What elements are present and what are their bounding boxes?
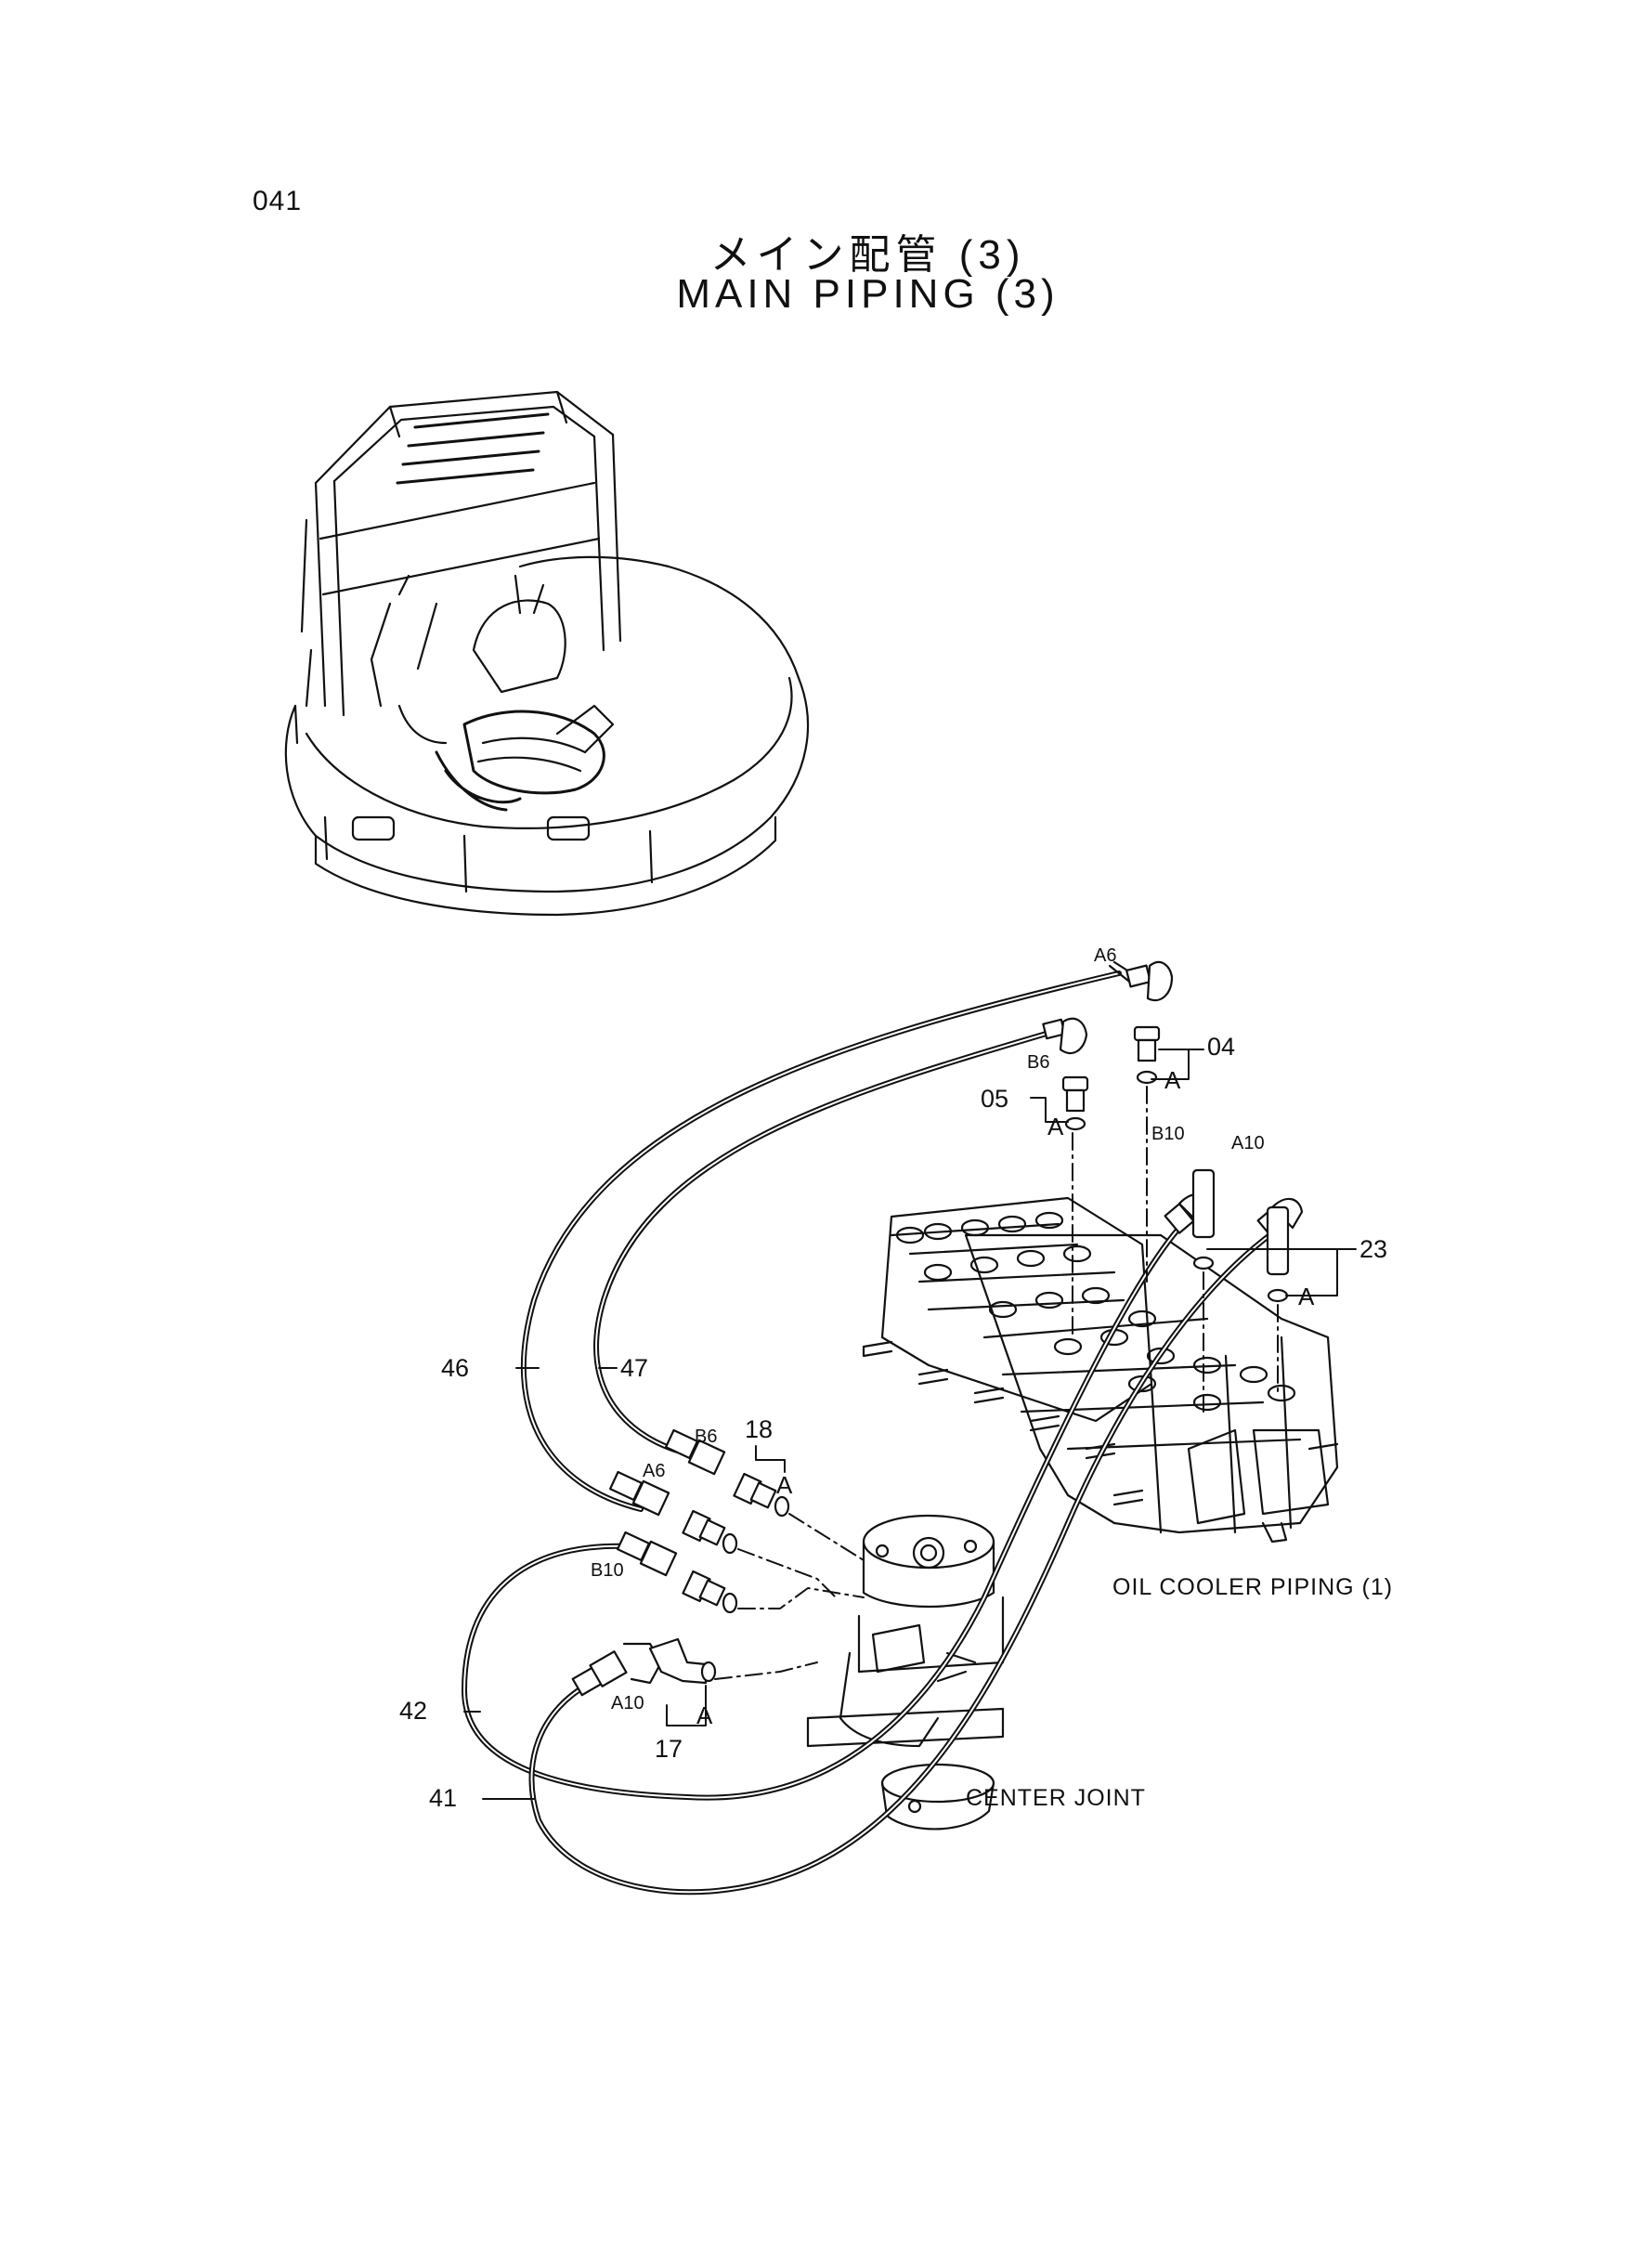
hose-41 <box>528 1231 1275 1896</box>
port-label-b6-joint: B6 <box>695 1427 717 1447</box>
kit-mark-a-23: A <box>1298 1283 1315 1310</box>
page-title-english: MAIN PIPING (3) <box>676 271 1060 317</box>
kit-mark-a-05: A <box>1047 1113 1064 1140</box>
adapter-23 <box>1191 1168 1290 1303</box>
port-label-b10-top: B10 <box>1151 1124 1185 1144</box>
center-joint-assembly <box>806 1514 1005 1831</box>
callout-46: 46 <box>441 1354 469 1382</box>
kit-mark-a-04: A <box>1164 1066 1181 1094</box>
hose-47 <box>593 1030 1052 1456</box>
port-label-b10-joint: B10 <box>591 1560 624 1581</box>
kit-mark-a-17: A <box>696 1701 713 1729</box>
adapter-04 <box>1133 1025 1161 1085</box>
port-label-a10-top: A10 <box>1231 1133 1265 1153</box>
port-label-b6-top: B6 <box>1027 1052 1049 1073</box>
hose-46 <box>520 971 1122 1512</box>
callout-18: 18 <box>745 1415 773 1443</box>
note-center-joint: CENTER JOINT <box>966 1785 1146 1811</box>
port-label-a6-joint: A6 <box>643 1461 665 1481</box>
callout-41: 41 <box>429 1784 457 1812</box>
callout-42: 42 <box>399 1697 427 1725</box>
control-valve-assembly <box>862 1196 1339 1544</box>
excavator-overview-illustration <box>284 390 810 917</box>
kit-mark-a-18: A <box>776 1471 793 1499</box>
hose-42 <box>462 1225 1182 1801</box>
page-number: 041 <box>253 186 303 216</box>
elbow-17 <box>648 1637 717 1685</box>
port-label-a10-joint: A10 <box>611 1693 644 1713</box>
page-title-japanese: メイン配管 (3) <box>709 232 1026 278</box>
adapter-05 <box>1061 1075 1089 1131</box>
leader-lines <box>463 1049 1357 1800</box>
hose-end-fittings <box>571 960 1304 1697</box>
callout-17: 17 <box>655 1735 683 1763</box>
callout-05: 05 <box>981 1085 1008 1113</box>
dash-dot-connection-lines <box>714 1086 1279 1680</box>
adapter-18 <box>682 1472 790 1614</box>
callout-04: 04 <box>1207 1033 1235 1061</box>
note-oil-cooler-piping: OIL COOLER PIPING (1) <box>1112 1574 1393 1600</box>
callout-47: 47 <box>620 1354 648 1382</box>
labels: A6 B6 B10 A10 B6 A6 B10 A10 04 05 23 46 … <box>399 945 1393 1812</box>
callout-23: 23 <box>1359 1235 1387 1263</box>
port-label-a6-top: A6 <box>1094 945 1116 966</box>
